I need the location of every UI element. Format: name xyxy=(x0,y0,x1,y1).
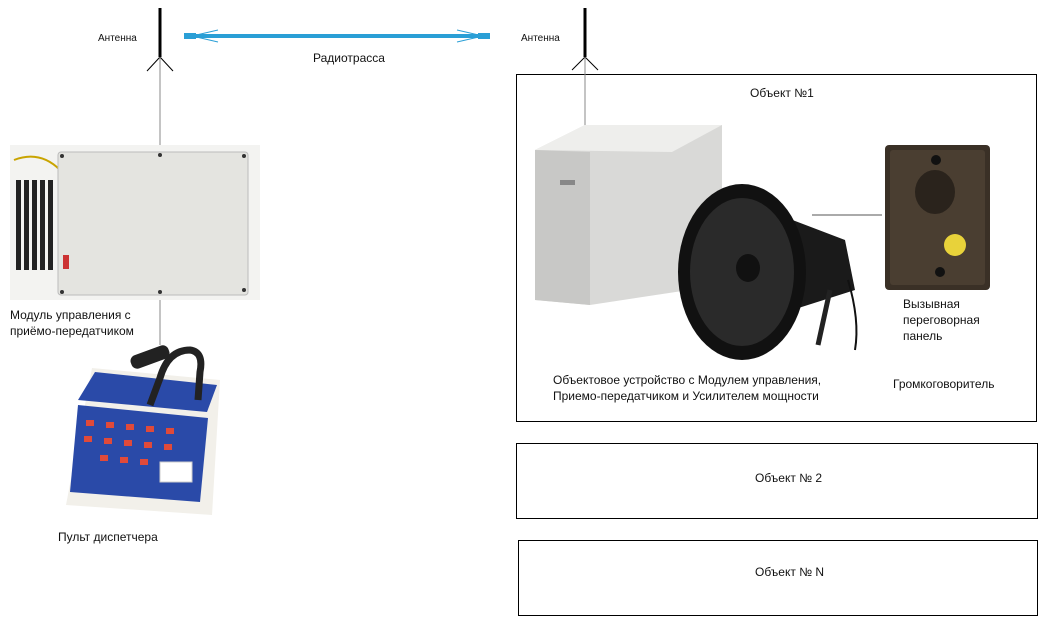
object-1-title: Объект №1 xyxy=(750,86,814,100)
panel-label-line3: панель xyxy=(903,329,943,343)
control-module-image xyxy=(10,145,260,300)
antenna-left-icon xyxy=(146,8,174,146)
object-2-box xyxy=(516,443,1038,519)
object-n-title: Объект № N xyxy=(755,565,825,579)
antenna-right-label: Антенна xyxy=(521,33,560,44)
object-2-title: Объект № 2 xyxy=(755,471,823,485)
module-label-line1: Модуль управления с xyxy=(10,308,131,322)
console-label: Пульт диспетчера xyxy=(58,530,158,544)
speaker-label: Громкоговоритель xyxy=(893,377,995,391)
device-caption-line1: Объектовое устройство с Модулем управлен… xyxy=(553,373,822,387)
radio-link-arrow xyxy=(184,29,490,43)
dispatcher-console-image xyxy=(66,345,220,515)
antenna-left-label: Антенна xyxy=(98,33,137,44)
object-n-box xyxy=(518,540,1038,616)
module-label-line2: приёмо-передатчиком xyxy=(10,324,134,338)
call-panel-image xyxy=(885,145,990,290)
panel-label-line2: переговорная xyxy=(903,313,980,327)
device-caption-line2: Приемо-передатчиком и Усилителем мощност… xyxy=(553,389,819,403)
radio-link-label: Радиотрасса xyxy=(313,51,385,65)
panel-label-line1: Вызывная xyxy=(903,297,960,311)
loudspeaker-image xyxy=(678,184,858,360)
antenna-right-icon xyxy=(571,8,599,140)
object-device-image xyxy=(535,125,722,305)
